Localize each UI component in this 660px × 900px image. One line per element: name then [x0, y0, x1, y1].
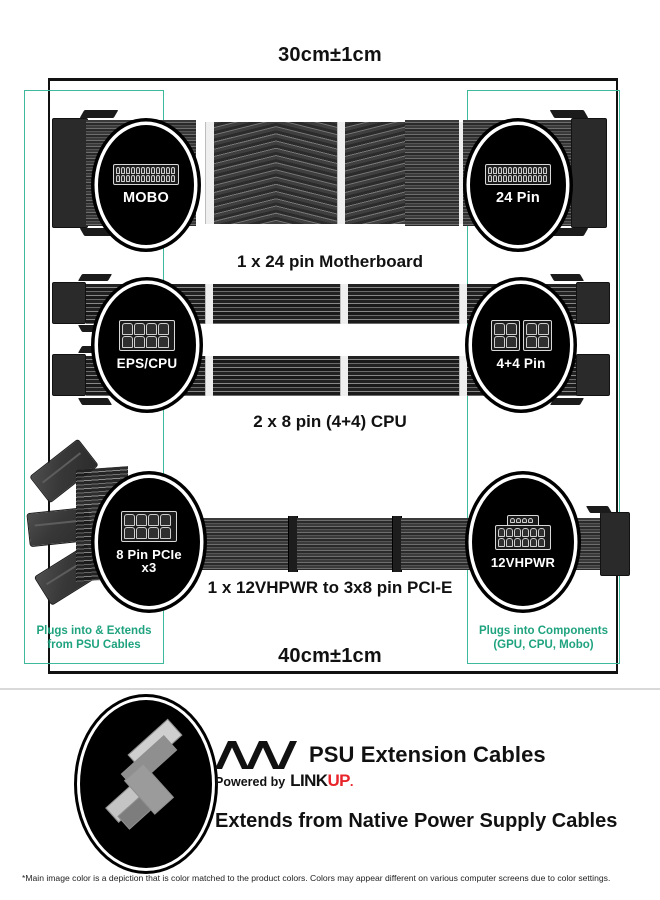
cpu-sleeve-lower-mid: [213, 356, 341, 396]
mobo-sleeve-wave-b: [276, 122, 338, 224]
connector-icon-4pin-a: [490, 319, 520, 351]
psu-side-note: Plugs into & Extends from PSU Cables: [36, 625, 152, 652]
connector-icon-24pin-male: [485, 164, 551, 186]
cpu-right-plug-body-top: [576, 282, 610, 324]
mobo-right-plug-latch-bottom: [549, 228, 589, 236]
caption-cpu: 2 x 8 pin (4+4) CPU: [253, 412, 407, 431]
connector-icon-24pin-female: [113, 164, 179, 186]
section-divider: [0, 688, 660, 690]
connector-icon-4pin-b: [522, 319, 552, 351]
badge-24pin: 24 Pin: [470, 125, 566, 245]
mobo-sleeve-right: [405, 120, 459, 226]
cable-row-cpu: EPS/CPU 4+4 Pin: [0, 268, 660, 418]
connector-icon-8pin-pcie: [121, 510, 177, 542]
pcie-right-latch: [585, 506, 613, 513]
powered-by-row: Powered by LINKUP.: [215, 771, 645, 791]
badge-8pin-pcie-label: 8 Pin PCIe x3: [116, 546, 182, 575]
pcie-right-plug-body: [600, 512, 630, 576]
connector-icon-12vhpwr-sense: [507, 515, 539, 525]
pcie-sleeve-main-a: [190, 518, 290, 570]
measurement-frame: [48, 78, 618, 674]
connector-icon-12vhpwr: [495, 515, 551, 550]
cpu-left-latch-top: [77, 274, 113, 281]
cpu-right-latch-top: [549, 274, 585, 281]
cpu-sleeve-upper-mid2: [348, 284, 460, 324]
brand-tagline: Extends from Native Power Supply Cables: [215, 810, 618, 832]
top-dimension-label: 30cm±1cm: [278, 44, 382, 66]
cpu-left-plug-body-bottom: [52, 354, 86, 396]
badge-eps-cpu: EPS/CPU: [98, 284, 196, 406]
badge-mobo-label: MOBO: [123, 190, 169, 207]
ava-logo-icon: [215, 741, 297, 769]
mobo-right-plug-latch-top: [549, 110, 589, 118]
brand-title: PSU Extension Cables: [309, 742, 546, 767]
connector-icon-4plus4-pin: [490, 319, 552, 351]
cpu-left-latch-bottom: [77, 398, 113, 405]
badge-eps-cpu-label: EPS/CPU: [116, 355, 178, 371]
connector-icon-12vhpwr-main: [495, 525, 551, 550]
cable-row-motherboard: MOBO 24 Pin: [0, 100, 660, 260]
brand-product-oval: [80, 700, 212, 868]
powered-by-label: Powered by: [215, 775, 286, 789]
component-side-note: Plugs into Components (GPU, CPU, Mobo): [478, 625, 609, 652]
mobo-sleeve-wave-a: [214, 122, 276, 224]
cpu-right-latch-bottom: [549, 398, 585, 405]
caption-pcie: 1 x 12VHPWR to 3x8 pin PCI-E: [207, 578, 453, 597]
badge-12vhpwr: 12VHPWR: [472, 478, 574, 606]
cpu-sleeve-lower-mid2: [348, 356, 460, 396]
cpu-left-plug-body-top: [52, 282, 86, 324]
badge-12vhpwr-label: 12VHPWR: [490, 555, 556, 570]
badge-24pin-label: 24 Pin: [496, 190, 540, 207]
linkup-up-text: UP: [327, 771, 350, 790]
mobo-right-plug-body: [571, 118, 607, 228]
mobo-sleeve-wave-c: [345, 122, 407, 224]
brand-logo-row: PSU Extension Cables: [215, 740, 645, 770]
color-disclaimer-footnote: *Main image color is a depiction that is…: [22, 873, 611, 883]
linkup-link-text: LINK: [290, 771, 328, 790]
badge-4plus4-pin: 4+4 Pin: [472, 284, 570, 406]
mobo-left-plug-body: [52, 118, 88, 228]
linkup-dot: .: [349, 774, 354, 789]
cable-row-pcie: 8 Pin PCIe x3 12VHPWR: [0, 438, 660, 615]
mobo-left-plug-latch-top: [79, 110, 119, 118]
badge-mobo: MOBO: [98, 125, 194, 245]
brand-text-block: PSU Extension Cables Powered by LINKUP.: [215, 740, 645, 791]
linkup-logo: LINKUP.: [290, 771, 353, 791]
caption-motherboard: 1 x 24 pin Motherboard: [236, 252, 424, 271]
pcie-sleeve-main-b: [297, 518, 403, 570]
cpu-right-plug-body-bottom: [576, 354, 610, 396]
connector-icon-8pin-eps: [119, 319, 175, 351]
badge-8pin-pcie: 8 Pin PCIe x3: [98, 478, 200, 606]
mobo-left-plug-latch-bottom: [79, 228, 119, 236]
bottom-dimension-label: 40cm±1cm: [278, 645, 382, 667]
badge-4plus4-pin-label: 4+4 Pin: [496, 355, 546, 371]
cpu-sleeve-upper-mid: [213, 284, 341, 324]
